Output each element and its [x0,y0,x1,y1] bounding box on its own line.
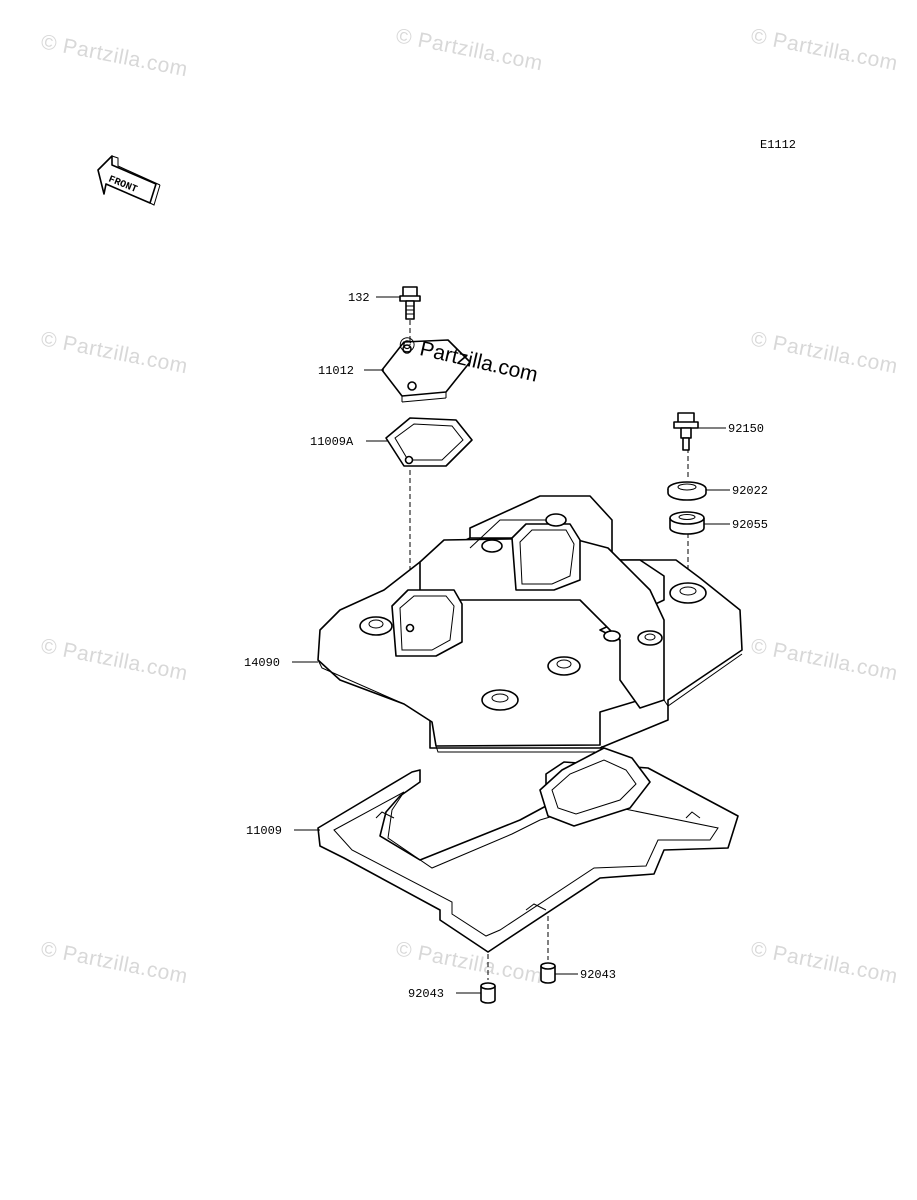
front-arrow-icon: FRONT [97,155,161,206]
watermark: © Partzilla.com [39,327,190,378]
breather-cover-11012 [381,339,471,403]
grommet-92055 [669,511,705,535]
gasket-11009 [317,747,739,953]
part-label: 92043 [408,987,444,1001]
part-label: 92022 [732,484,768,498]
gasket-11009a [385,417,473,467]
washer-92022 [667,481,707,501]
watermark: © Partzilla.com [749,327,900,378]
dowel-pin-92043-right [540,962,556,984]
part-label: 14090 [244,656,280,670]
watermark: © Partzilla.com [39,634,190,685]
part-label: 132 [348,291,370,305]
head-cover-14090 [317,495,743,753]
bolt-92150 [673,412,699,451]
diagram-code: E1112 [760,138,796,152]
part-label: 92043 [580,968,616,982]
part-label: 11009 [246,824,282,838]
part-label: 11009A [310,435,354,449]
part-label: 11012 [318,364,354,378]
dowel-pin-92043-left [480,982,496,1004]
watermark: © Partzilla.com [39,937,190,988]
watermark: © Partzilla.com [394,937,545,988]
part-label: 92055 [732,518,768,532]
watermark: © Partzilla.com [749,937,900,988]
watermark: © Partzilla.com [749,634,900,685]
watermark: © Partzilla.com [39,30,190,81]
part-label: 92150 [728,422,764,436]
watermark: © Partzilla.com [394,24,545,75]
bolt-132 [399,286,421,320]
watermark: © Partzilla.com [749,24,900,75]
